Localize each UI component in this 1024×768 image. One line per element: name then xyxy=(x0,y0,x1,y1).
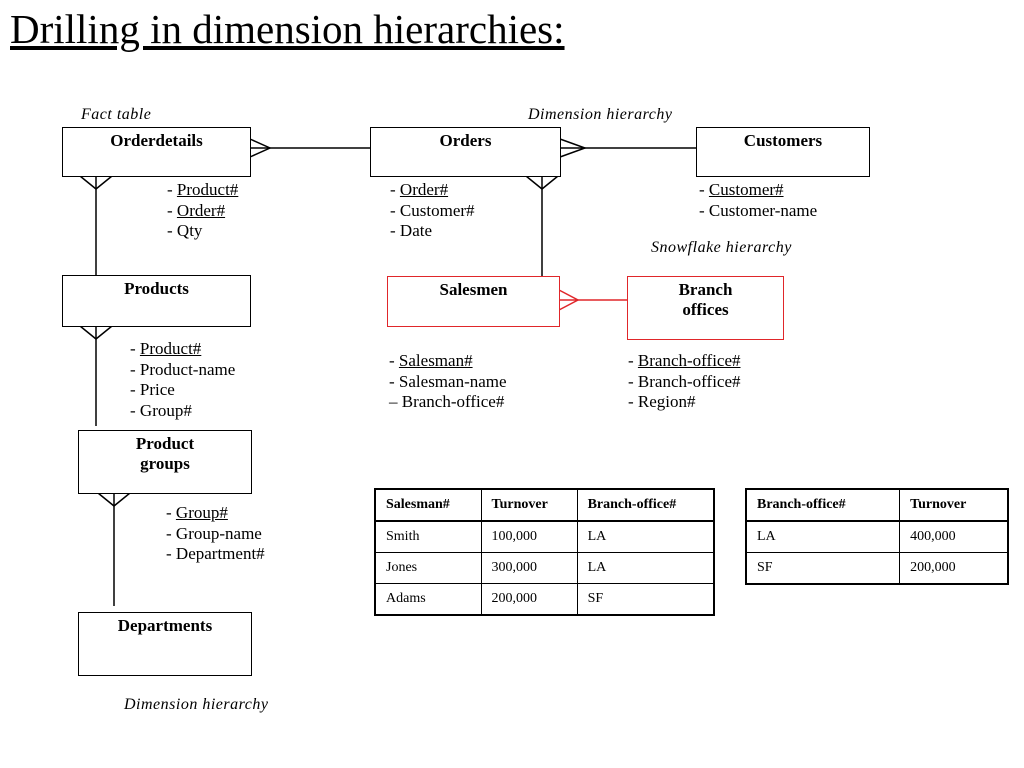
table-row: SF 200,000 xyxy=(745,552,1009,585)
table-row: LA 400,000 xyxy=(745,520,1009,553)
table-cell: 200,000 xyxy=(899,552,1009,585)
attrs-orders: - Order# - Customer# - Date xyxy=(390,180,475,242)
attr-key: Order# xyxy=(399,180,449,199)
entity-branch-offices: Branch offices xyxy=(627,276,784,340)
column-header: Turnover xyxy=(899,488,1009,522)
entity-departments: Departments xyxy=(78,612,252,676)
table-cell: 300,000 xyxy=(480,552,578,584)
entity-departments-label: Departments xyxy=(117,616,213,635)
attr-item: - Group-name xyxy=(166,523,262,543)
attr-item: - Order# xyxy=(167,200,226,220)
attr-item: - Customer# xyxy=(390,200,475,220)
attr-item: - Group# xyxy=(166,503,228,522)
attr-item: - Salesman# xyxy=(389,351,473,370)
attr-item: - Product-name xyxy=(130,359,236,379)
attr-item: - Department# xyxy=(166,544,265,563)
attrs-branch-offices: - Branch-office# - Branch-office# - Regi… xyxy=(628,351,741,413)
entity-orders-label: Orders xyxy=(439,131,492,150)
column-header: Turnover xyxy=(480,488,578,522)
table-header-row: Salesman# Turnover Branch-office# xyxy=(374,488,715,522)
attrs-customers: - Customer# - Customer-name xyxy=(699,180,817,221)
table-cell: Jones xyxy=(374,552,482,584)
table-cell: LA xyxy=(745,520,901,553)
entity-branch-offices-label: Branch offices xyxy=(678,280,733,319)
entity-salesmen-label: Salesmen xyxy=(439,280,508,299)
entity-customers: Customers xyxy=(696,127,870,177)
snowflake-hierarchy-caption: Snowflake hierarchy xyxy=(651,239,792,256)
column-header: Salesman# xyxy=(374,488,482,522)
attr-item: - Date xyxy=(390,221,433,240)
attrs-product-groups: - Group# - Group-name - Department# xyxy=(166,503,265,565)
attr-key: Branch-office# xyxy=(637,351,741,370)
table-row: Jones 300,000 LA xyxy=(374,552,715,584)
attr-item: - Branch-office# xyxy=(628,371,741,391)
table-row: Smith 100,000 LA xyxy=(374,520,715,553)
attr-key: Group# xyxy=(175,503,228,522)
attr-item: - Region# xyxy=(628,392,696,411)
salesman-turnover-table: Salesman# Turnover Branch-office# Smith … xyxy=(374,488,715,616)
attr-item: - Branch-office# xyxy=(628,351,741,370)
table-cell: LA xyxy=(576,552,715,584)
table-row: Adams 200,000 SF xyxy=(374,583,715,616)
entity-salesmen: Salesmen xyxy=(387,276,560,327)
orders-crowfoot xyxy=(559,138,588,158)
table-cell: Smith xyxy=(374,520,482,553)
table-cell: 400,000 xyxy=(899,520,1009,553)
table-cell: SF xyxy=(745,552,901,585)
entity-orderdetails: Orderdetails xyxy=(62,127,251,177)
attr-item: - Product# xyxy=(130,339,202,358)
table-cell: 100,000 xyxy=(480,520,578,553)
attr-item: - Customer-name xyxy=(699,200,818,220)
orders-down-crowfoot xyxy=(525,175,559,190)
column-header: Branch-office# xyxy=(745,488,901,522)
dimension-hierarchy-caption-bottom: Dimension hierarchy xyxy=(124,696,269,713)
table-cell: 200,000 xyxy=(480,583,578,616)
entity-product-groups-label: Product groups xyxy=(135,434,195,473)
table-cell: LA xyxy=(576,520,715,553)
attr-item: - Price xyxy=(130,380,175,399)
salesmen-crowfoot xyxy=(558,289,580,311)
attr-item: - Product# xyxy=(167,180,239,199)
slide-title: Drilling in dimension hierarchies: xyxy=(10,6,565,52)
attrs-salesmen: - Salesman# - Salesman-name – Branch-off… xyxy=(389,351,507,413)
attr-key: Order# xyxy=(176,200,226,220)
orderdetails-crowfoot xyxy=(249,138,272,158)
products-crowfoot xyxy=(79,325,113,340)
attrs-products: - Product# - Product-name - Price - Grou… xyxy=(130,339,235,421)
dimension-hierarchy-caption-top: Dimension hierarchy xyxy=(528,106,673,123)
attr-item: - Group# xyxy=(130,400,192,420)
entity-products: Products xyxy=(62,275,251,327)
fact-table-caption: Fact table xyxy=(81,106,152,123)
attr-key: Salesman# xyxy=(398,351,473,370)
table-cell: SF xyxy=(576,583,715,616)
column-header: Branch-office# xyxy=(576,488,715,522)
attr-key: Customer# xyxy=(708,180,784,199)
product-groups-crowfoot xyxy=(97,492,131,507)
branch-turnover-table: Branch-office# Turnover LA 400,000 SF 20… xyxy=(745,488,1009,585)
attr-item: - Order# xyxy=(390,180,449,199)
entity-orders: Orders xyxy=(370,127,561,177)
attr-item: – Branch-office# xyxy=(389,392,505,411)
entity-customers-label: Customers xyxy=(743,131,823,150)
attr-key: Product# xyxy=(139,339,202,358)
attr-item: - Customer# xyxy=(699,180,784,199)
entity-products-label: Products xyxy=(124,279,189,298)
entity-orderdetails-label: Orderdetails xyxy=(110,131,203,150)
entity-product-groups: Product groups xyxy=(78,430,252,494)
attr-key: Product# xyxy=(176,180,239,199)
table-header-row: Branch-office# Turnover xyxy=(745,488,1009,522)
attr-item: - Qty xyxy=(167,221,203,240)
attr-item: - Salesman-name xyxy=(389,371,507,391)
attrs-orderdetails: - Product# - Order# - Qty xyxy=(167,180,238,242)
orderdetails-down-crowfoot xyxy=(79,175,113,190)
table-cell: Adams xyxy=(374,583,482,616)
